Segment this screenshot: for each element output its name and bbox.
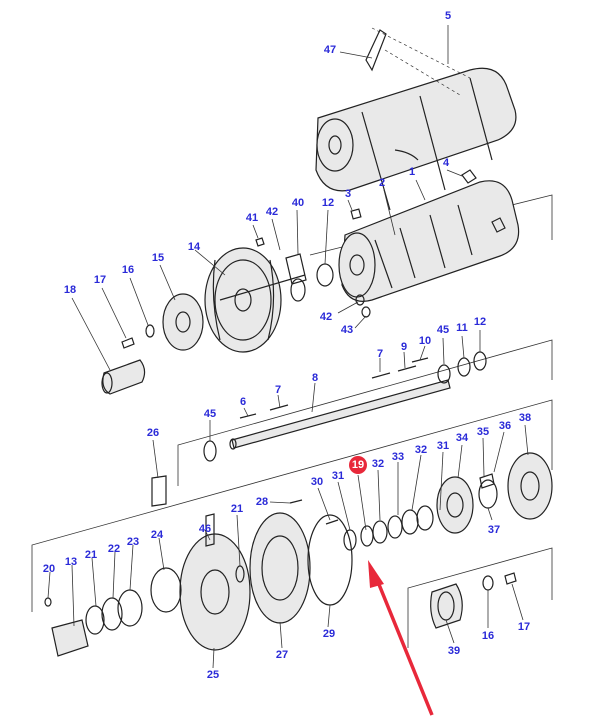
callout-39[interactable]: 39 bbox=[448, 645, 460, 657]
callout-34[interactable]: 34 bbox=[456, 432, 469, 444]
callout-36[interactable]: 36 bbox=[499, 420, 511, 432]
callout-7b[interactable]: 7 bbox=[275, 384, 281, 396]
callout-29[interactable]: 29 bbox=[323, 628, 335, 640]
callout-46[interactable]: 46 bbox=[199, 523, 211, 535]
callout-3[interactable]: 3 bbox=[345, 188, 351, 200]
callout-28[interactable]: 28 bbox=[256, 496, 268, 508]
callout-40[interactable]: 40 bbox=[292, 197, 304, 209]
callout-35[interactable]: 35 bbox=[477, 426, 489, 438]
callout-33[interactable]: 33 bbox=[392, 451, 404, 463]
callout-17b[interactable]: 17 bbox=[518, 621, 530, 633]
callout-45b[interactable]: 45 bbox=[204, 408, 216, 420]
rotor-cylinder bbox=[338, 169, 520, 302]
highlight-label: 19 bbox=[352, 459, 364, 471]
callout-12b[interactable]: 12 bbox=[474, 316, 486, 328]
hub-detail bbox=[430, 572, 517, 629]
callout-18[interactable]: 18 bbox=[64, 284, 76, 296]
callout-47[interactable]: 47 bbox=[324, 44, 336, 56]
callout-21[interactable]: 21 bbox=[231, 503, 243, 515]
callout-7[interactable]: 7 bbox=[377, 348, 383, 360]
callout-14[interactable]: 14 bbox=[188, 241, 201, 253]
callout-20[interactable]: 20 bbox=[43, 563, 55, 575]
callout-32b[interactable]: 32 bbox=[415, 444, 427, 456]
callout-31[interactable]: 31 bbox=[437, 440, 449, 452]
callout-11[interactable]: 11 bbox=[456, 322, 468, 334]
callout-15[interactable]: 15 bbox=[152, 252, 164, 264]
callout-42[interactable]: 42 bbox=[266, 206, 278, 218]
callout-30[interactable]: 30 bbox=[311, 476, 323, 488]
callout-16[interactable]: 16 bbox=[122, 264, 134, 276]
callout-31b[interactable]: 31 bbox=[332, 470, 344, 482]
callout-9[interactable]: 9 bbox=[401, 341, 407, 353]
callout-12[interactable]: 12 bbox=[322, 197, 334, 209]
callout-41[interactable]: 41 bbox=[246, 212, 258, 224]
callout-10[interactable]: 10 bbox=[419, 335, 431, 347]
callout-42b[interactable]: 42 bbox=[320, 311, 332, 323]
callout-2[interactable]: 2 bbox=[379, 177, 385, 189]
red-pointer-arrow bbox=[368, 560, 434, 716]
callout-labels: 5 47 4 1 2 3 41 42 40 12 14 15 16 17 18 … bbox=[43, 10, 531, 681]
callout-1[interactable]: 1 bbox=[409, 166, 415, 178]
callout-38[interactable]: 38 bbox=[519, 412, 531, 424]
callout-13[interactable]: 13 bbox=[65, 556, 77, 568]
shaft-assembly bbox=[203, 351, 487, 462]
callout-27[interactable]: 27 bbox=[276, 649, 288, 661]
callout-22[interactable]: 22 bbox=[108, 543, 120, 555]
callout-37[interactable]: 37 bbox=[488, 524, 500, 536]
callout-17[interactable]: 17 bbox=[94, 274, 106, 286]
callout-25[interactable]: 25 bbox=[207, 669, 219, 681]
callout-45[interactable]: 45 bbox=[437, 324, 449, 336]
callout-26[interactable]: 26 bbox=[147, 427, 159, 439]
callout-8[interactable]: 8 bbox=[312, 372, 318, 384]
leader-lines bbox=[47, 25, 529, 669]
callout-6[interactable]: 6 bbox=[240, 396, 246, 408]
callout-5[interactable]: 5 bbox=[445, 10, 451, 22]
pulley-assembly bbox=[101, 237, 371, 395]
callout-32[interactable]: 32 bbox=[372, 458, 384, 470]
callout-4[interactable]: 4 bbox=[443, 157, 450, 169]
callout-24[interactable]: 24 bbox=[151, 529, 164, 541]
callout-21b[interactable]: 21 bbox=[85, 549, 97, 561]
callout-43[interactable]: 43 bbox=[341, 324, 353, 336]
clutch-assembly bbox=[44, 452, 553, 657]
callout-16b[interactable]: 16 bbox=[482, 630, 494, 642]
callout-23[interactable]: 23 bbox=[127, 536, 139, 548]
highlighted-part-19-badge[interactable]: 19 bbox=[349, 456, 367, 474]
upper-drum-assembly bbox=[315, 27, 517, 211]
